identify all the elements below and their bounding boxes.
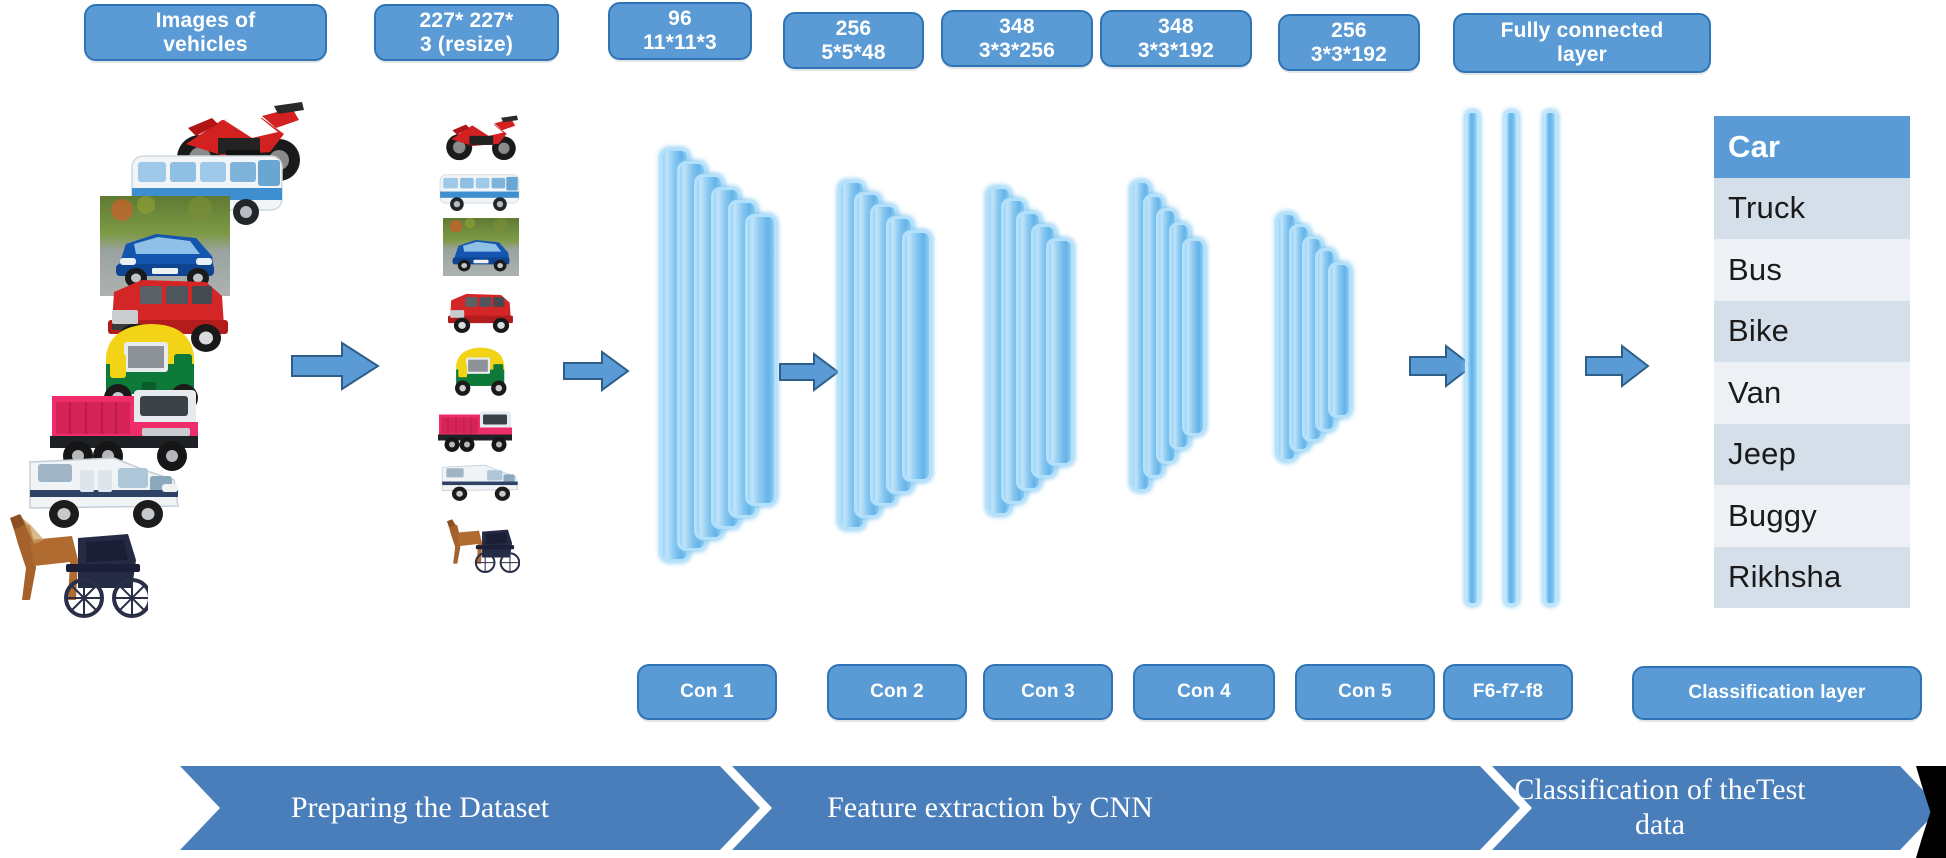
banner-chevron-stage-3 bbox=[1492, 766, 1940, 850]
bottom-box-label: Con 4 bbox=[1177, 681, 1231, 703]
top-box-line1: 96 bbox=[668, 7, 692, 31]
class-row-truck[interactable]: Truck bbox=[1714, 177, 1910, 239]
top-box-line2: 3*3*192 bbox=[1137, 38, 1215, 62]
thumb-buggy bbox=[440, 512, 520, 574]
conv-stack-1 bbox=[660, 148, 800, 568]
top-box-line2: layer bbox=[1556, 43, 1608, 66]
top-box-images-of-vehicles: Images of vehicles bbox=[84, 4, 327, 66]
class-list: Car Truck Bus Bike Van Jeep Buggy Rikhsh… bbox=[1714, 116, 1910, 608]
vehicle-photo-car bbox=[100, 196, 230, 296]
arrow-fc-to-classes bbox=[1584, 344, 1650, 388]
top-box-line1: 256 bbox=[835, 16, 872, 40]
class-row-van[interactable]: Van bbox=[1714, 362, 1910, 424]
thumb-bus bbox=[438, 168, 522, 214]
banner-label-feature-extraction: Feature extraction by CNN bbox=[827, 790, 1153, 824]
bottom-box-con-1: Con 1 bbox=[637, 664, 777, 725]
thumb-bike bbox=[440, 112, 522, 162]
top-box-line2: 5*5*48 bbox=[821, 40, 886, 64]
arrow-dataset-to-resize bbox=[290, 340, 380, 392]
top-box-resize: 227* 227* 3 (resize) bbox=[374, 4, 559, 66]
vehicle-photo-van bbox=[22, 440, 190, 538]
conv-stack-5 bbox=[1276, 212, 1386, 472]
top-box-conv4-params: 348 3*3*192 bbox=[1100, 10, 1252, 72]
class-label: Buggy bbox=[1728, 497, 1817, 533]
class-label: Van bbox=[1728, 374, 1782, 410]
class-label: Car bbox=[1728, 128, 1781, 164]
conv-stack-3 bbox=[986, 186, 1106, 526]
conv-stack-4 bbox=[1130, 180, 1240, 500]
banner-chevron-stage-1 bbox=[180, 766, 760, 850]
bottom-box-label: Con 1 bbox=[680, 681, 734, 703]
conv-slab bbox=[745, 214, 777, 506]
vehicle-photo-buggy bbox=[0, 500, 148, 620]
class-label: Jeep bbox=[1728, 436, 1797, 472]
thumb-car bbox=[443, 218, 519, 276]
bottom-box-f6-f7-f8: F6-f7-f8 bbox=[1443, 664, 1573, 725]
bottom-box-label: Con 3 bbox=[1021, 681, 1075, 703]
bottom-box-classification-layer: Classification layer bbox=[1632, 666, 1922, 725]
top-box-line2: vehicles bbox=[163, 32, 248, 56]
top-box-line2: 3*3*192 bbox=[1310, 42, 1388, 66]
top-box-fully-connected-layer: Fully connected layer bbox=[1453, 13, 1711, 78]
top-box-line1: Fully connected bbox=[1500, 19, 1664, 43]
vehicle-photo-truck bbox=[46, 372, 226, 478]
top-box-conv3-params: 348 3*3*256 bbox=[941, 10, 1093, 72]
conv-slab bbox=[902, 230, 932, 482]
fc-bar-f6 bbox=[1465, 110, 1480, 606]
class-label: Bus bbox=[1728, 251, 1783, 287]
conv-slab bbox=[1182, 238, 1206, 436]
bottom-box-con-2: Con 2 bbox=[827, 664, 967, 725]
banner-label-preparing-the-dataset: Preparing the Dataset bbox=[290, 790, 550, 824]
class-row-car[interactable]: Car bbox=[1714, 116, 1910, 178]
top-box-conv2-params: 256 5*5*48 bbox=[783, 12, 924, 74]
class-row-bike[interactable]: Bike bbox=[1714, 300, 1910, 362]
conv-slab bbox=[1328, 262, 1352, 418]
banner-chevron-stage-2 bbox=[732, 766, 1520, 850]
top-box-line1: 348 bbox=[1158, 14, 1194, 38]
thumb-rikhsha bbox=[444, 340, 518, 398]
class-row-bus[interactable]: Bus bbox=[1714, 239, 1910, 301]
pipeline-banner bbox=[180, 766, 1946, 850]
top-box-line1: 256 bbox=[1331, 18, 1367, 42]
conv-slab bbox=[1046, 238, 1074, 466]
thumb-truck bbox=[436, 402, 526, 456]
class-row-jeep[interactable]: Jeep bbox=[1714, 423, 1910, 485]
banner-label-classification-of-test-data: Classification of theTest data bbox=[1514, 773, 1806, 841]
top-box-conv5-params: 256 3*3*192 bbox=[1278, 14, 1420, 76]
top-box-conv1-params: 96 11*11*3 bbox=[608, 2, 752, 65]
arrow-resize-to-conv1 bbox=[562, 350, 630, 392]
top-box-line2: 3 (resize) bbox=[419, 32, 514, 56]
bottom-box-label: Classification layer bbox=[1688, 682, 1866, 704]
bottom-box-label: Con 5 bbox=[1338, 681, 1392, 703]
top-box-line1: Images of bbox=[155, 8, 256, 32]
top-box-line2: 11*11*3 bbox=[643, 31, 717, 54]
class-row-buggy[interactable]: Buggy bbox=[1714, 485, 1910, 547]
class-label: Truck bbox=[1728, 190, 1806, 226]
conv-stack-2 bbox=[838, 180, 968, 540]
bottom-box-label: Con 2 bbox=[870, 681, 924, 703]
top-box-line1: 227* 227* bbox=[419, 8, 514, 32]
arrow-conv1-to-conv2 bbox=[778, 352, 840, 392]
thumb-van bbox=[438, 456, 524, 506]
bottom-box-con-5: Con 5 bbox=[1295, 664, 1435, 725]
bottom-box-label: F6-f7-f8 bbox=[1472, 681, 1544, 703]
fc-bar-f8 bbox=[1543, 110, 1558, 606]
fc-bar-f7 bbox=[1504, 110, 1519, 606]
arrow-conv5-to-fc bbox=[1408, 344, 1474, 388]
class-label: Bike bbox=[1728, 313, 1790, 349]
class-row-rikhsha[interactable]: Rikhsha bbox=[1714, 546, 1910, 608]
bottom-box-con-3: Con 3 bbox=[983, 664, 1113, 725]
top-box-line2: 3*3*256 bbox=[978, 38, 1056, 62]
bottom-box-con-4: Con 4 bbox=[1133, 664, 1275, 725]
thumb-jeep bbox=[440, 282, 522, 334]
top-box-line1: 348 bbox=[999, 14, 1035, 38]
class-label: Rikhsha bbox=[1728, 559, 1842, 595]
